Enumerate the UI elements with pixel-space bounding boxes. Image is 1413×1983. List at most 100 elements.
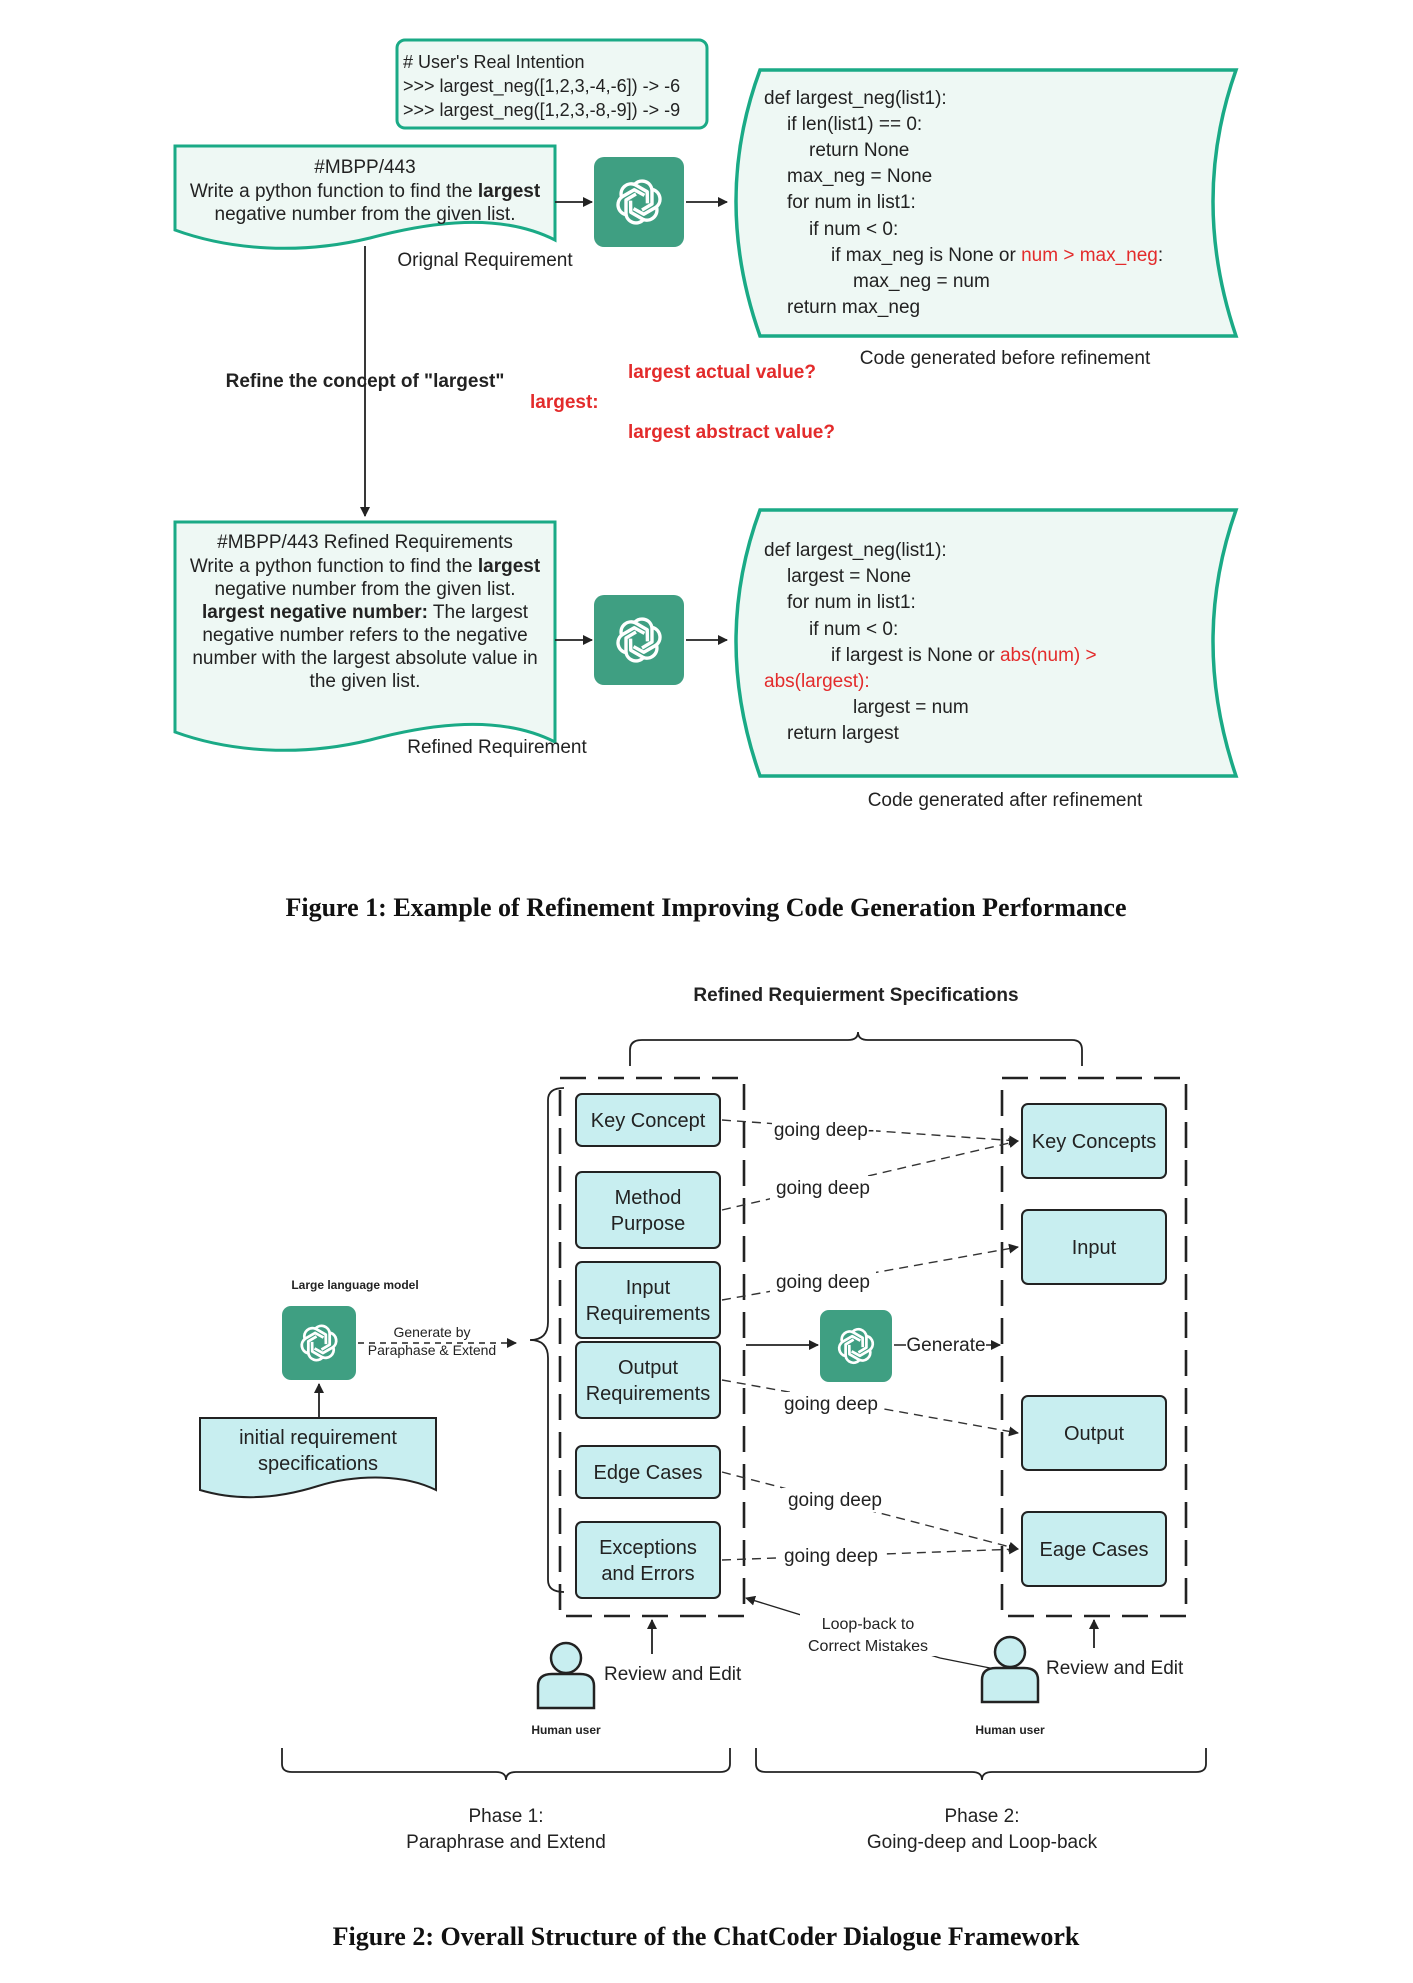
svg-text:Write a python function to fin: Write a python function to find the larg… bbox=[190, 556, 541, 577]
human-user-label: Human user bbox=[531, 1723, 601, 1737]
figure-2-caption: Figure 2: Overall Structure of the ChatC… bbox=[333, 1922, 1080, 1951]
svg-text:Requirements: Requirements bbox=[586, 1383, 711, 1405]
left-box-input-requirements: Input Requirements bbox=[575, 1261, 721, 1339]
refined-requirement-label: Refined Requirement bbox=[407, 737, 587, 758]
figure-1-caption: Figure 1: Example of Refinement Improvin… bbox=[285, 893, 1126, 922]
svg-text:return None: return None bbox=[809, 140, 909, 161]
chatgpt-icon bbox=[282, 1306, 356, 1380]
loop-back-label: Loop-back to bbox=[822, 1616, 915, 1633]
generate-by-label: Paraphase & Extend bbox=[368, 1342, 496, 1358]
svg-text:Method: Method bbox=[615, 1187, 682, 1209]
abstract-value-question: largest abstract value? bbox=[628, 422, 835, 443]
going-deep-label: going deep bbox=[784, 1394, 878, 1415]
req-id: #MBPP/443 bbox=[314, 157, 415, 178]
left-box-edge-cases: Edge Cases bbox=[575, 1445, 721, 1499]
svg-text:for num in list1:: for num in list1: bbox=[787, 592, 916, 613]
svg-text:if num < 0:: if num < 0: bbox=[809, 619, 898, 640]
intention-line: >>> largest_neg([1,2,3,-8,-9]) -> -9 bbox=[403, 100, 680, 121]
human-user-label: Human user bbox=[975, 1723, 1045, 1737]
going-deep-label: going deep bbox=[776, 1272, 870, 1293]
svg-text:initial requirement: initial requirement bbox=[239, 1427, 397, 1449]
svg-text:largest negative number: The l: largest negative number: The largest bbox=[202, 602, 529, 623]
svg-text:max_neg = None: max_neg = None bbox=[787, 166, 932, 187]
code-after-panel: def largest_neg(list1): largest = None f… bbox=[734, 508, 1239, 778]
left-box-exceptions: Exceptions and Errors bbox=[575, 1521, 721, 1599]
svg-text:specifications: specifications bbox=[258, 1453, 378, 1475]
left-box-key-concept: Key Concept bbox=[575, 1093, 721, 1147]
svg-text:largest = num: largest = num bbox=[853, 697, 969, 718]
review-edit-label: Review and Edit bbox=[1046, 1658, 1184, 1679]
loop-back-label: Correct Mistakes bbox=[808, 1638, 928, 1655]
svg-text:number with the largest absolu: number with the largest absolute value i… bbox=[192, 648, 537, 669]
svg-text:Input: Input bbox=[1072, 1237, 1117, 1259]
svg-text:Eage Cases: Eage Cases bbox=[1040, 1539, 1149, 1561]
chatgpt-icon bbox=[820, 1310, 892, 1382]
generate-by-label: Generate by bbox=[393, 1324, 470, 1340]
going-deep-label: going deep bbox=[788, 1490, 882, 1511]
svg-text:for num in list1:: for num in list1: bbox=[787, 192, 916, 213]
svg-text:def largest_neg(list1):: def largest_neg(list1): bbox=[764, 540, 947, 561]
svg-text:Requirements: Requirements bbox=[586, 1303, 711, 1325]
going-deep-label: going deep bbox=[784, 1546, 878, 1567]
svg-text:Key Concepts: Key Concepts bbox=[1032, 1131, 1157, 1153]
right-box-key-concepts: Key Concepts bbox=[1021, 1103, 1167, 1179]
going-deep-label: going deep- bbox=[774, 1120, 874, 1141]
generate-label: Generate bbox=[906, 1335, 985, 1356]
figure-2: Refined Requierment Specifications Large… bbox=[199, 985, 1207, 1951]
req-line: Write a python function to find the larg… bbox=[190, 181, 541, 202]
going-deep-label: going deep bbox=[776, 1178, 870, 1199]
svg-text:Purpose: Purpose bbox=[611, 1213, 686, 1235]
svg-text:Edge Cases: Edge Cases bbox=[594, 1462, 703, 1484]
refined-title: #MBPP/443 Refined Requirements bbox=[217, 532, 513, 553]
spec-title: Refined Requierment Specifications bbox=[693, 985, 1018, 1006]
svg-text:max_neg = num: max_neg = num bbox=[853, 271, 990, 292]
svg-text:Input: Input bbox=[626, 1277, 671, 1299]
left-box-output-requirements: Output Requirements bbox=[575, 1341, 721, 1419]
svg-text:largest = None: largest = None bbox=[787, 566, 911, 587]
svg-text:if len(list1) == 0:: if len(list1) == 0: bbox=[787, 114, 922, 135]
human-user-icon bbox=[536, 1641, 596, 1710]
phase-1-label: Paraphrase and Extend bbox=[406, 1832, 606, 1853]
svg-text:Output: Output bbox=[618, 1357, 678, 1379]
code-before-label: Code generated before refinement bbox=[860, 348, 1151, 369]
phase-1-label: Phase 1: bbox=[469, 1806, 544, 1827]
refined-requirement-doc: #MBPP/443 Refined Requirements Write a p… bbox=[173, 520, 557, 752]
svg-text:Output: Output bbox=[1064, 1423, 1124, 1445]
svg-text:abs(largest):: abs(largest): bbox=[764, 671, 870, 692]
llm-label: Large language model bbox=[291, 1278, 418, 1292]
review-edit-label: Review and Edit bbox=[604, 1664, 742, 1685]
left-box-method-purpose: Method Purpose bbox=[575, 1171, 721, 1249]
intention-line: >>> largest_neg([1,2,3,-4,-6]) -> -6 bbox=[403, 76, 680, 97]
human-user-icon bbox=[980, 1635, 1040, 1704]
svg-text:if num < 0:: if num < 0: bbox=[809, 219, 898, 240]
right-box-edge-cases: Eage Cases bbox=[1021, 1511, 1167, 1587]
svg-text:negative number refers to the: negative number refers to the negative bbox=[202, 625, 527, 646]
phase-2-label: Going-deep and Loop-back bbox=[867, 1832, 1098, 1853]
code-after-label: Code generated after refinement bbox=[868, 790, 1143, 811]
right-box-output: Output bbox=[1021, 1395, 1167, 1471]
svg-text:if largest is None or abs(num): if largest is None or abs(num) > bbox=[831, 645, 1097, 666]
intention-line: # User's Real Intention bbox=[403, 52, 585, 72]
phase-2-label: Phase 2: bbox=[945, 1806, 1020, 1827]
req-line: negative number from the given list. bbox=[215, 204, 516, 225]
svg-text:return max_neg: return max_neg bbox=[787, 297, 920, 318]
original-requirement-label: Orignal Requirement bbox=[397, 250, 573, 271]
largest-label: largest: bbox=[530, 392, 599, 413]
svg-text:the given list.: the given list. bbox=[310, 671, 421, 692]
chatgpt-icon bbox=[594, 595, 684, 685]
svg-text:return largest: return largest bbox=[787, 723, 900, 744]
svg-text:Key Concept: Key Concept bbox=[591, 1110, 706, 1132]
svg-text:def largest_neg(list1):: def largest_neg(list1): bbox=[764, 88, 947, 109]
chatgpt-icon bbox=[594, 157, 684, 247]
code-before-panel: def largest_neg(list1): if len(list1) ==… bbox=[734, 68, 1239, 338]
user-intention-box: # User's Real Intention >>> largest_neg(… bbox=[395, 38, 709, 130]
right-box-input: Input bbox=[1021, 1209, 1167, 1285]
figure-1: # User's Real Intention >>> largest_neg(… bbox=[173, 38, 1239, 922]
svg-text:and Errors: and Errors bbox=[601, 1563, 694, 1585]
svg-text:negative number from the given: negative number from the given list. bbox=[215, 579, 516, 600]
initial-requirement-doc: initial requirement specifications bbox=[199, 1417, 437, 1499]
svg-text:Exceptions: Exceptions bbox=[599, 1537, 697, 1559]
original-requirement-doc: #MBPP/443 Write a python function to fin… bbox=[173, 144, 557, 250]
refine-label: Refine the concept of "largest" bbox=[226, 371, 505, 392]
